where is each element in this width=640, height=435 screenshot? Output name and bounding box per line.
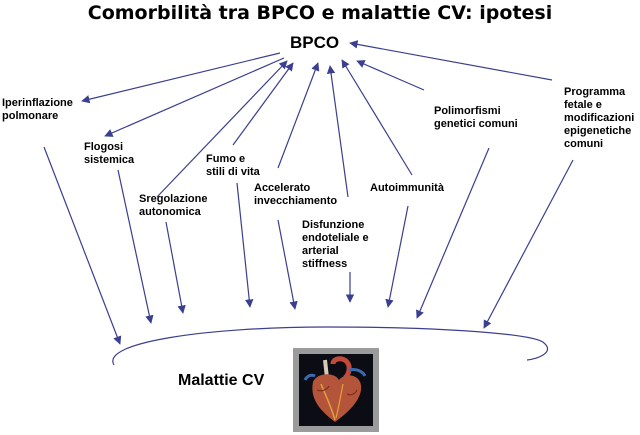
factor-autoimmunita: Autoimmunità xyxy=(370,182,444,194)
arrow-programma-up xyxy=(349,40,553,81)
factor-programma: Programma fetale e modificazioni epigene… xyxy=(564,86,635,150)
arrow-fumo-down xyxy=(236,182,254,308)
hub-bpco: BPCO xyxy=(290,33,340,52)
arrow-accelerato-down xyxy=(277,219,298,310)
factor-polimorfismi: Polimorfismi genetici comuni xyxy=(434,105,518,130)
factor-sregolazione: Sregolazione autonomica xyxy=(139,193,208,218)
arrow-sregolazione-up xyxy=(156,60,288,198)
factor-disfunzione: Disfunzione endoteliale e arterial stiff… xyxy=(302,219,369,270)
arrows-to-bpco xyxy=(81,40,553,198)
factor-flogosi: Flogosi sistemica xyxy=(84,141,135,166)
arrow-polimorfismi-up xyxy=(356,60,425,91)
arrow-disfunzione-up xyxy=(326,65,349,198)
arrow-sregolazione-down xyxy=(165,221,186,314)
arrow-fumo-up xyxy=(232,62,294,146)
arrow-accelerato-up xyxy=(277,62,320,169)
heart-icon xyxy=(299,354,373,426)
target-malattie-cv: Malattie CV xyxy=(178,372,265,389)
diagram-title: Comorbilità tra BPCO e malattie CV: ipot… xyxy=(87,2,553,24)
heart-image-frame xyxy=(293,348,379,432)
arrow-autoimmunita-down xyxy=(385,205,409,308)
cv-bracket xyxy=(112,326,549,366)
arrow-flogosi-down xyxy=(117,169,154,324)
factor-iperinflazione: Iperinflazione polmonare xyxy=(2,97,73,122)
arrows-to-cv xyxy=(43,146,574,345)
arrow-iperinflazione-down xyxy=(43,146,122,345)
arrow-programma-down xyxy=(483,159,574,329)
arrow-autoimmunita-up xyxy=(341,59,413,176)
arrow-polimorfismi-down xyxy=(416,147,490,319)
factor-fumo: Fumo e stili di vita xyxy=(206,153,260,178)
factor-accelerato: Accelerato invecchiamento xyxy=(254,182,338,207)
arrow-flogosi-up xyxy=(104,57,285,137)
arrow-iperinflazione-up xyxy=(81,52,281,104)
